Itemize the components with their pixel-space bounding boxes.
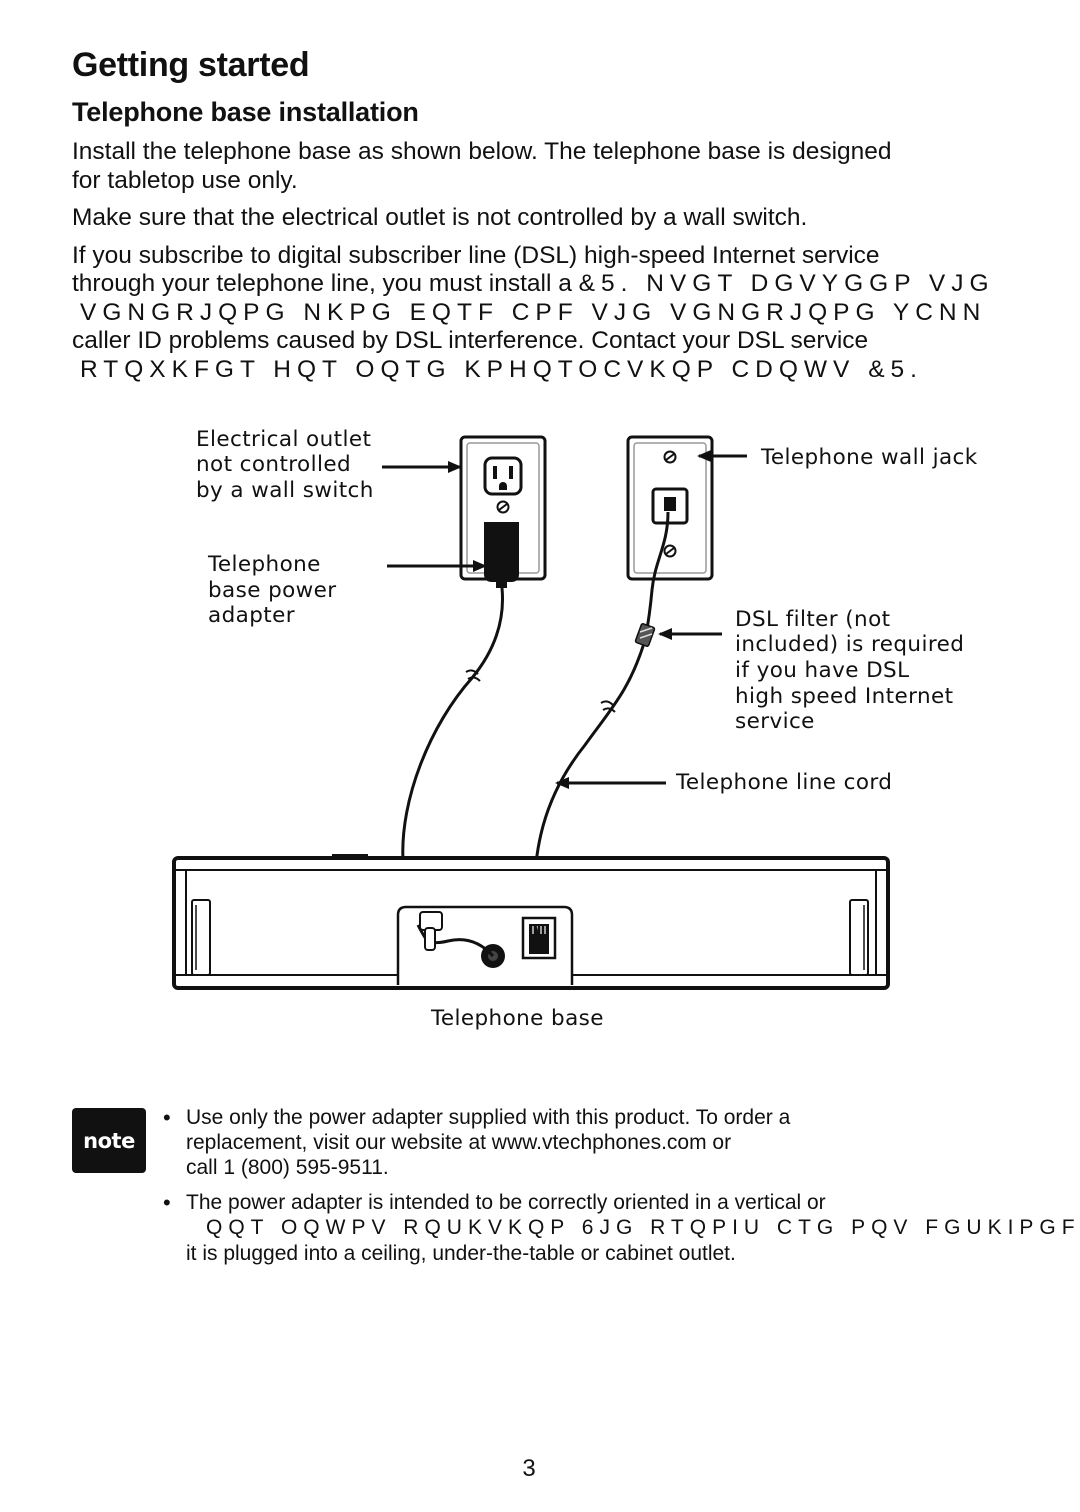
adapter-label-line-1: Telephone <box>208 552 321 577</box>
note-1-line-2: replacement, visit our website at www.vt… <box>186 1131 732 1154</box>
dsl-filter-label-line-4: high speed Internet <box>735 684 954 709</box>
intro-paragraph-3-line-4: caller ID problems caused by DSL interfe… <box>72 327 869 354</box>
intro-paragraph-1-line-2: for tabletop use only. <box>72 167 298 194</box>
intro-paragraph-3-line-2: through your telephone line, you must in… <box>72 269 1072 298</box>
note-badge-text: note <box>83 1128 135 1153</box>
telephone-wall-jack <box>626 435 714 581</box>
intro-paragraph-3-line-2-text: through your telephone line, you must in… <box>72 270 579 297</box>
outlet-label-line-1: Electrical outlet <box>196 427 372 452</box>
note-1-line-1: Use only the power adapter supplied with… <box>186 1106 791 1129</box>
note-bullet-2: • <box>163 1190 171 1215</box>
line-cord-label: Telephone line cord <box>676 770 893 795</box>
dsl-filter-label-line-5: service <box>735 709 815 734</box>
note-bullet-1: • <box>163 1105 171 1130</box>
section-subtitle: Telephone base installation <box>72 97 419 127</box>
dsl-filter-label-line-2: included) is required <box>735 632 965 657</box>
dsl-filter-label-line-1: DSL filter (not <box>735 607 891 632</box>
outlet-label-line-3: by a wall switch <box>196 478 374 503</box>
intro-paragraph-2: Make sure that the electrical outlet is … <box>72 204 808 231</box>
adapter-label-line-2: base power <box>208 578 337 603</box>
note-2-line-3: it is plugged into a ceiling, under-the-… <box>186 1242 736 1265</box>
page-title: Getting started <box>72 46 310 84</box>
adapter-label-line-3: adapter <box>208 603 295 628</box>
dsl-filter-label-line-3: if you have DSL <box>735 658 910 683</box>
dsl-filter <box>634 623 656 647</box>
power-adapter <box>484 522 519 588</box>
wall-jack-label: Telephone wall jack <box>761 445 978 470</box>
outlet-label-line-2: not controlled <box>196 452 352 477</box>
telephone-line-cord <box>532 511 670 926</box>
note-badge: note <box>72 1108 146 1173</box>
telephone-base-label: Telephone base <box>431 1006 604 1031</box>
intro-paragraph-1-line-1: Install the telephone base as shown belo… <box>72 138 892 165</box>
intro-paragraph-3-line-3-garbled: VGNGRJQPG NKPG EQTF CPF VJG VGNGRJQPG YC… <box>80 299 987 326</box>
note-2-line-1: The power adapter is intended to be corr… <box>186 1191 826 1214</box>
installation-diagram-drawing <box>172 435 890 990</box>
telephone-base <box>172 854 890 990</box>
intro-paragraph-3-line-5-garbled: RTQXKFGT HQT OQTG KPHQTOCVKQP CDQWV &5. <box>80 356 923 383</box>
intro-paragraph-3-line-2-garbled: &5. NVGT DGVYGGP VJG <box>578 270 995 297</box>
note-1-line-3: call 1 (800) 595-9511. <box>186 1156 389 1179</box>
page-number: 3 <box>522 1455 536 1482</box>
note-2-line-2-garbled: QQT OQWPV RQUKVKQP 6JG RTQPIU CTG PQV FG… <box>206 1216 1080 1239</box>
intro-paragraph-3-line-1: If you subscribe to digital subscriber l… <box>72 242 880 269</box>
electrical-outlet <box>459 435 547 581</box>
installation-diagram: Electrical outlet not controlled by a wa… <box>172 427 978 1031</box>
